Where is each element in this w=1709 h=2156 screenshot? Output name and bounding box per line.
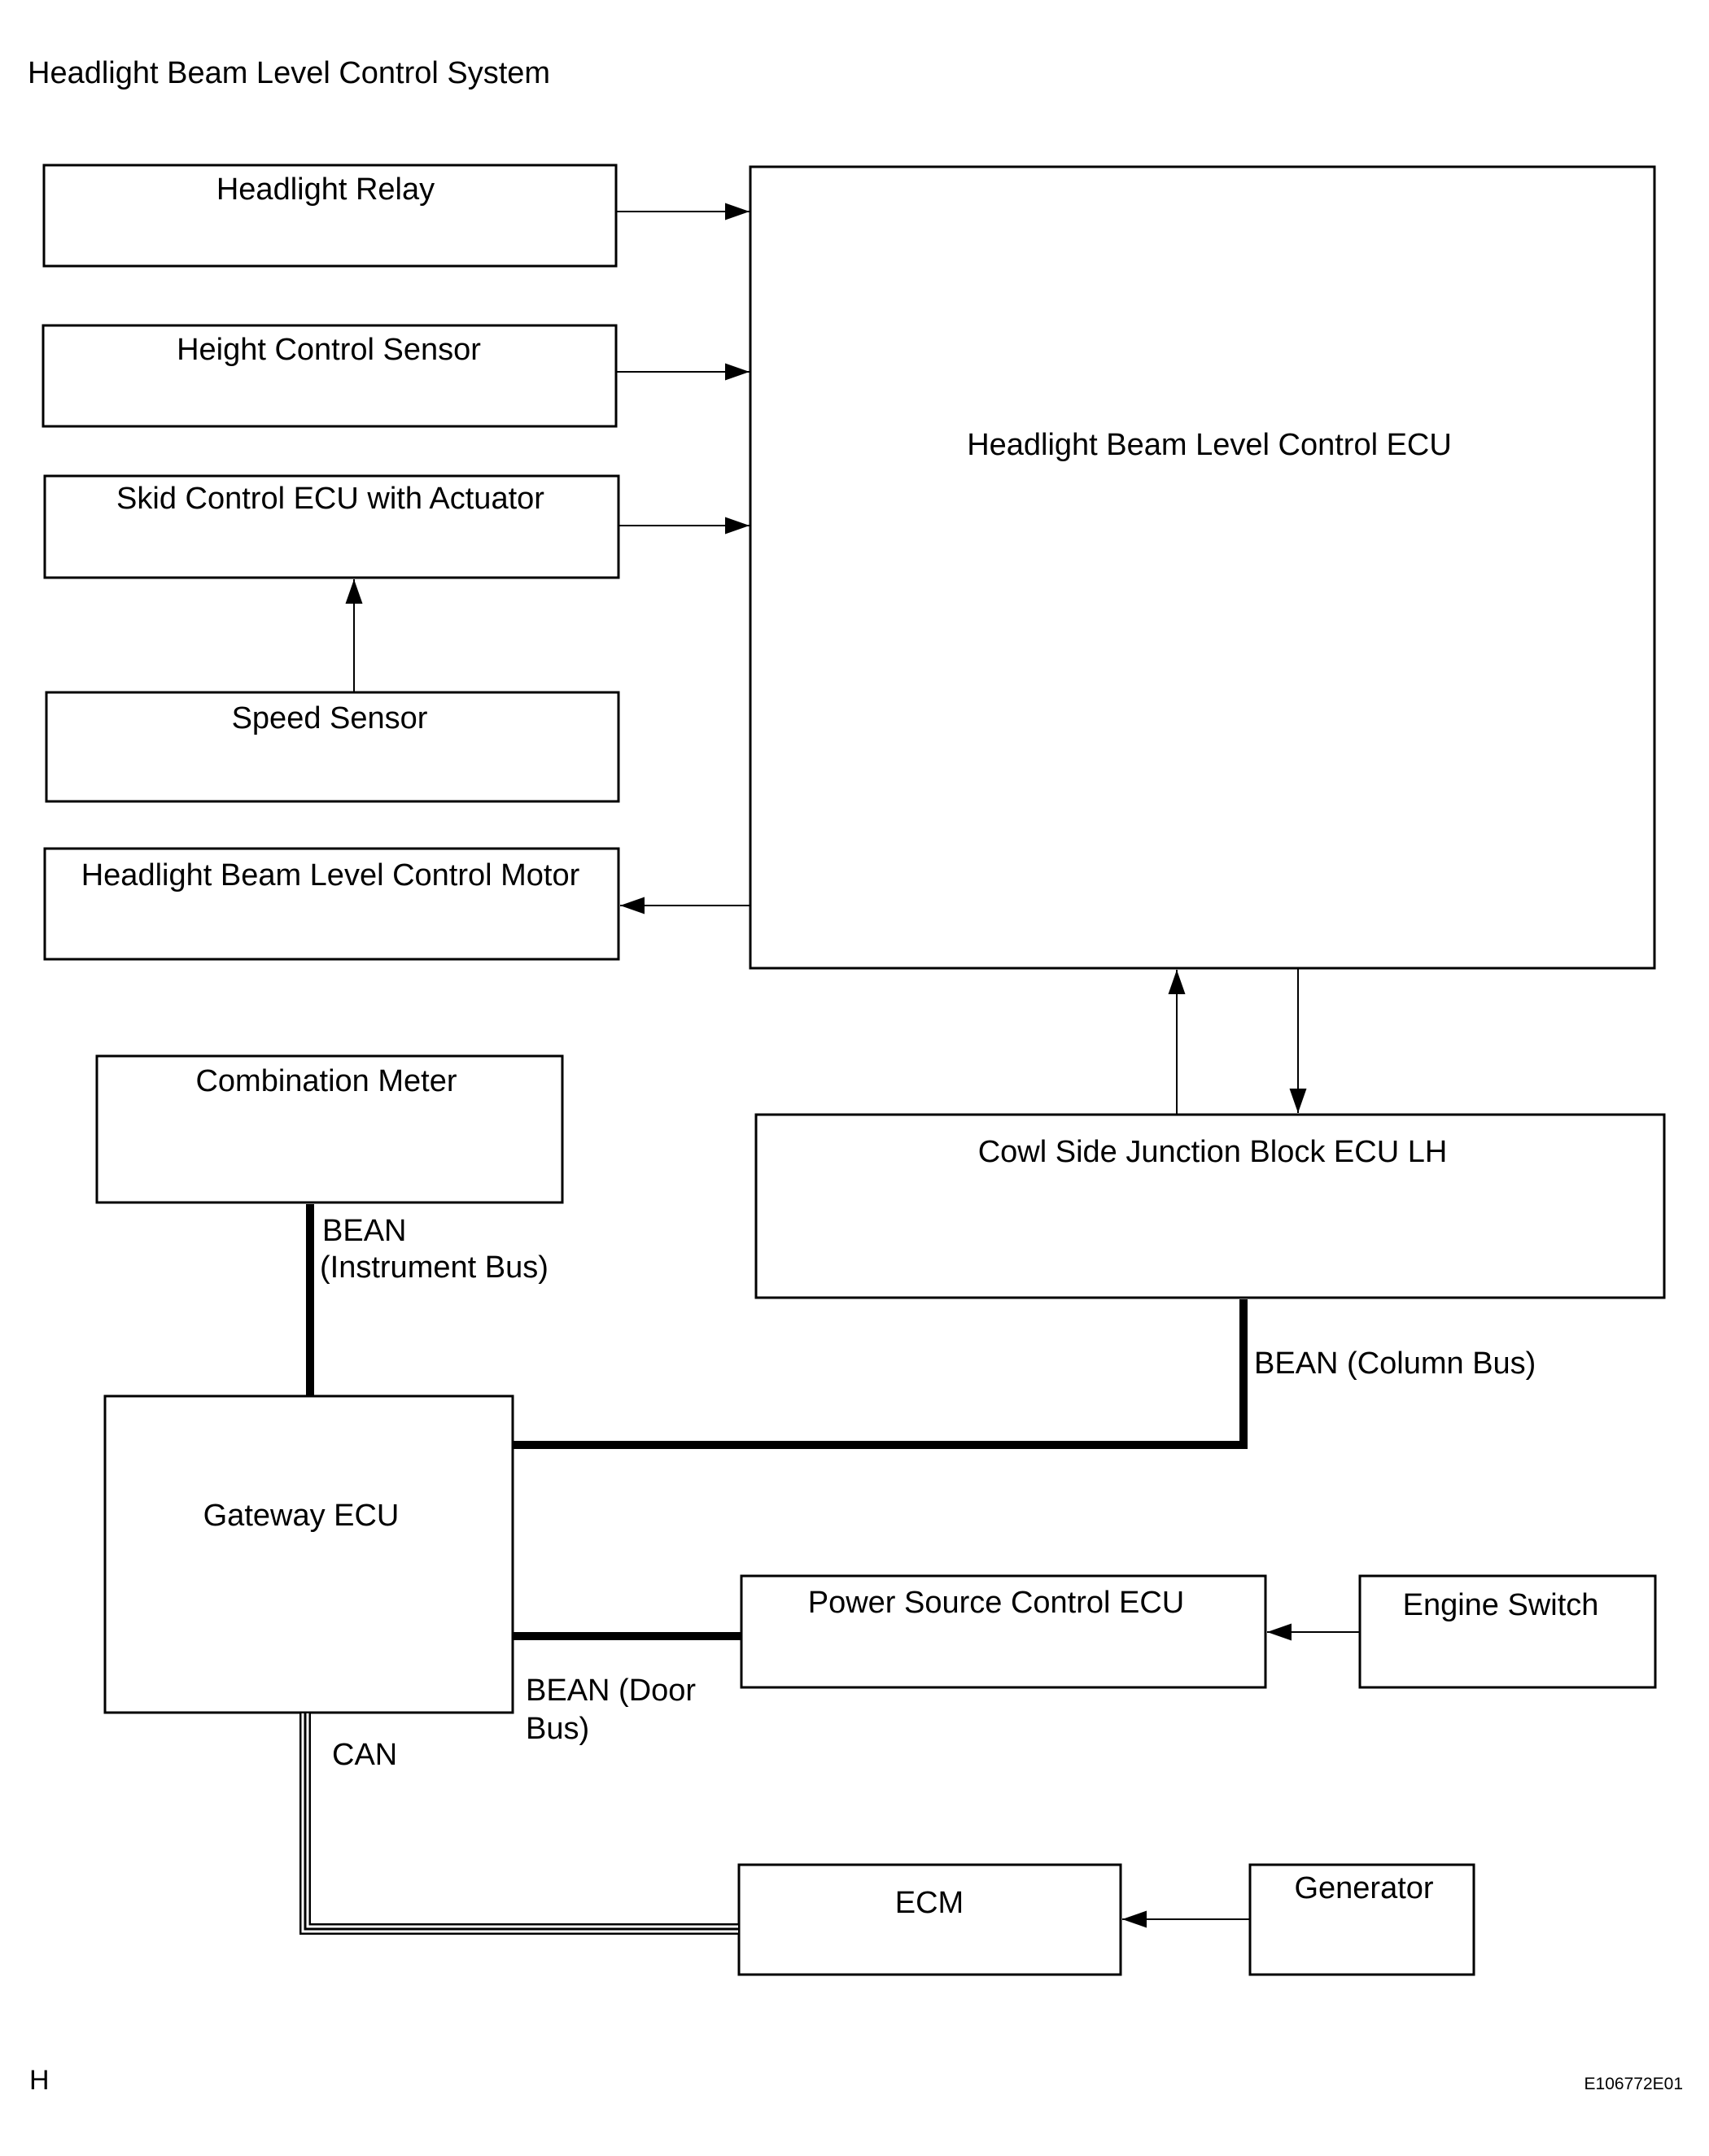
cowl-side-jb-ecu-label: Cowl Side Junction Block ECU LH bbox=[978, 1135, 1448, 1169]
combination-meter-label: Combination Meter bbox=[195, 1064, 457, 1098]
can-bus-label: CAN bbox=[332, 1738, 397, 1772]
headlight-relay-label: Headlight Relay bbox=[216, 172, 435, 207]
speed-sensor-block: Speed Sensor bbox=[45, 691, 620, 803]
beam-level-ecu-label: Headlight Beam Level Control ECU bbox=[967, 428, 1452, 462]
beam-level-ecu-block: Headlight Beam Level Control ECU bbox=[749, 165, 1656, 970]
door-bus-label-line2: Bus) bbox=[526, 1712, 589, 1746]
engine-switch-block: Engine Switch bbox=[1358, 1574, 1657, 1689]
speed-sensor-label: Speed Sensor bbox=[232, 701, 428, 735]
height-control-sensor-label: Height Control Sensor bbox=[177, 333, 481, 367]
footer-left-mark: H bbox=[29, 2065, 50, 2096]
ecm-block: ECM bbox=[737, 1863, 1122, 1976]
combination-meter-block: Combination Meter bbox=[95, 1054, 564, 1204]
generator-block: Generator bbox=[1248, 1863, 1475, 1976]
power-source-control-ecu-block: Power Source Control ECU bbox=[740, 1574, 1267, 1689]
gateway-ecu-label: Gateway ECU bbox=[203, 1499, 400, 1533]
door-bus-label-line1: BEAN (Door bbox=[526, 1674, 696, 1708]
column-bus-label: BEAN (Column Bus) bbox=[1254, 1346, 1536, 1381]
beam-level-motor-block: Headlight Beam Level Control Motor bbox=[43, 847, 620, 961]
skid-control-ecu-block: Skid Control ECU with Actuator bbox=[43, 474, 620, 579]
headlight-relay-block: Headlight Relay bbox=[42, 164, 618, 268]
figure-code: E106772E01 bbox=[1584, 2075, 1683, 2093]
ecm-label: ECM bbox=[895, 1886, 964, 1920]
can-bus-line bbox=[299, 1713, 738, 1935]
height-control-sensor-block: Height Control Sensor bbox=[42, 324, 618, 428]
cowl-side-jb-ecu-block: Cowl Side Junction Block ECU LH bbox=[754, 1113, 1666, 1299]
bean-column-bus-line bbox=[514, 1299, 1248, 1449]
diagram-title: Headlight Beam Level Control System bbox=[28, 56, 550, 90]
engine-switch-label: Engine Switch bbox=[1403, 1588, 1599, 1622]
beam-level-motor-label: Headlight Beam Level Control Motor bbox=[81, 858, 580, 893]
gateway-ecu-block: Gateway ECU bbox=[103, 1394, 514, 1714]
instrument-bus-label-line1: BEAN bbox=[322, 1214, 406, 1248]
skid-control-ecu-label: Skid Control ECU with Actuator bbox=[116, 482, 544, 516]
power-source-control-ecu-label: Power Source Control ECU bbox=[808, 1586, 1185, 1620]
instrument-bus-label-line2: (Instrument Bus) bbox=[320, 1250, 549, 1285]
generator-label: Generator bbox=[1294, 1871, 1433, 1905]
